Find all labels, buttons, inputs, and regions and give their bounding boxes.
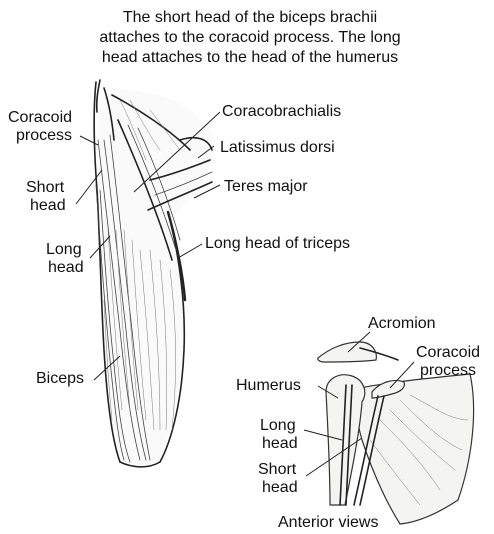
label-coracobrachialis: Coracobrachialis [222,103,341,120]
label-short-head-line2: head [30,197,66,214]
label-shoulder-coracoid-line1: Coracoid [416,344,480,361]
label-coracoid-process-line2: process [16,127,72,144]
caption-anterior-views: Anterior views [278,514,378,531]
label-short-head-line1: Short [26,179,65,196]
label-long-head-line1: Long [46,241,82,258]
label-long-head-triceps: Long head of triceps [205,235,350,252]
label-shoulder-short-head-line2: head [262,479,298,496]
title-line-2: attaches to the coracoid process. The lo… [99,29,400,46]
leader-coracoid-process [80,136,98,145]
label-long-head-line2: head [48,259,84,276]
label-teres-major: Teres major [224,178,308,195]
label-latissimus-dorsi: Latissimus dorsi [220,139,335,156]
leader-long-head-triceps [178,244,202,258]
arm-illustration [94,80,214,467]
label-coracoid-process-line1: Coracoid [8,109,72,126]
title-line-1: The short head of the biceps brachii [123,9,377,26]
diagram-title: The short head of the biceps brachii att… [99,9,400,66]
label-shoulder-coracoid-line2: process [420,362,476,379]
label-biceps: Biceps [36,370,84,387]
label-shoulder-long-head-line1: Long [260,417,296,434]
label-shoulder-long-head-line2: head [262,435,298,452]
label-humerus: Humerus [236,377,301,394]
label-acromion: Acromion [368,315,436,332]
label-shoulder-short-head-line1: Short [258,461,297,478]
title-line-3: head attaches to the head of the humerus [102,49,398,66]
